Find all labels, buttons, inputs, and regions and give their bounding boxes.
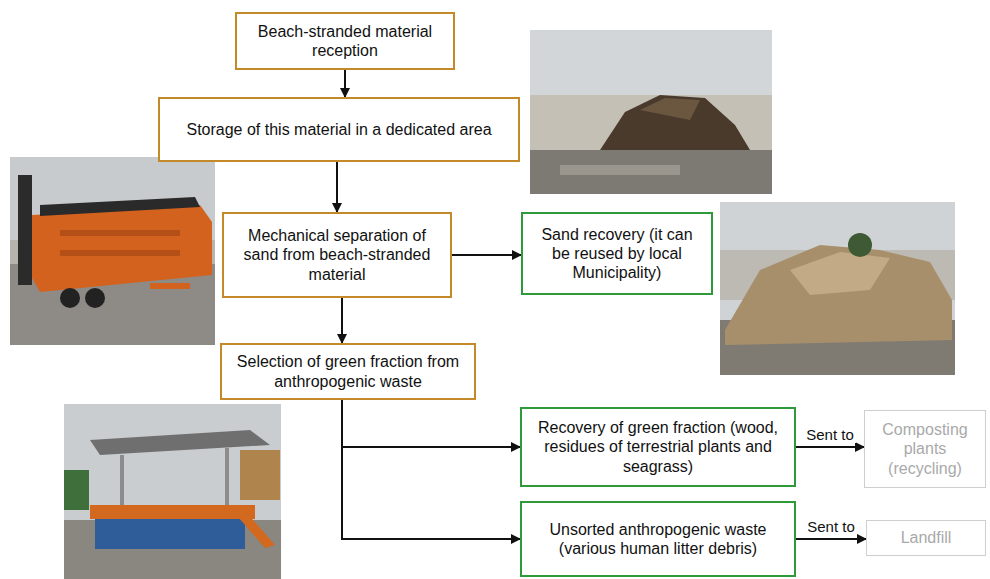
output-box: Sand recovery (it can be reused by local…	[521, 212, 713, 295]
destination-box: Composting plants (recycling)	[864, 410, 986, 488]
flow-arrow	[452, 254, 521, 256]
trommel-photo	[10, 157, 215, 345]
box-text: Storage of this material in a dedicated …	[186, 120, 491, 139]
output-box: Unsorted anthropogenic waste (various hu…	[520, 501, 796, 577]
flow-arrow	[344, 70, 346, 97]
storage-heap-photo	[530, 30, 772, 194]
flow-arrow	[796, 446, 864, 448]
flow-arrow	[342, 400, 520, 539]
edge-label: Sent to	[804, 426, 856, 443]
edge-label: Sent to	[805, 518, 857, 535]
box-text: Sand recovery (it can be reused by local…	[531, 225, 703, 283]
sand-pile-photo	[720, 202, 955, 375]
process-box: Beach-stranded material reception	[235, 12, 455, 70]
box-text: Selection of green fraction from anthrop…	[230, 352, 466, 390]
destination-box: Landfill	[866, 520, 986, 556]
box-text: Landfill	[901, 528, 952, 547]
box-text: Beach-stranded material reception	[245, 22, 445, 60]
flow-arrow	[341, 298, 343, 343]
process-box: Selection of green fraction from anthrop…	[220, 343, 476, 400]
process-box: Mechanical separation of sand from beach…	[222, 212, 452, 298]
sorting-station-photo	[64, 404, 281, 579]
output-box: Recovery of green fraction (wood, residu…	[520, 407, 796, 487]
box-text: Unsorted anthropogenic waste (various hu…	[530, 520, 786, 558]
box-text: Composting plants (recycling)	[873, 420, 977, 478]
flow-arrow	[342, 400, 520, 447]
process-box: Storage of this material in a dedicated …	[158, 97, 520, 162]
box-text: Recovery of green fraction (wood, residu…	[530, 418, 786, 476]
flow-arrow	[336, 162, 338, 212]
box-text: Mechanical separation of sand from beach…	[232, 226, 442, 284]
flow-arrow	[796, 538, 866, 540]
